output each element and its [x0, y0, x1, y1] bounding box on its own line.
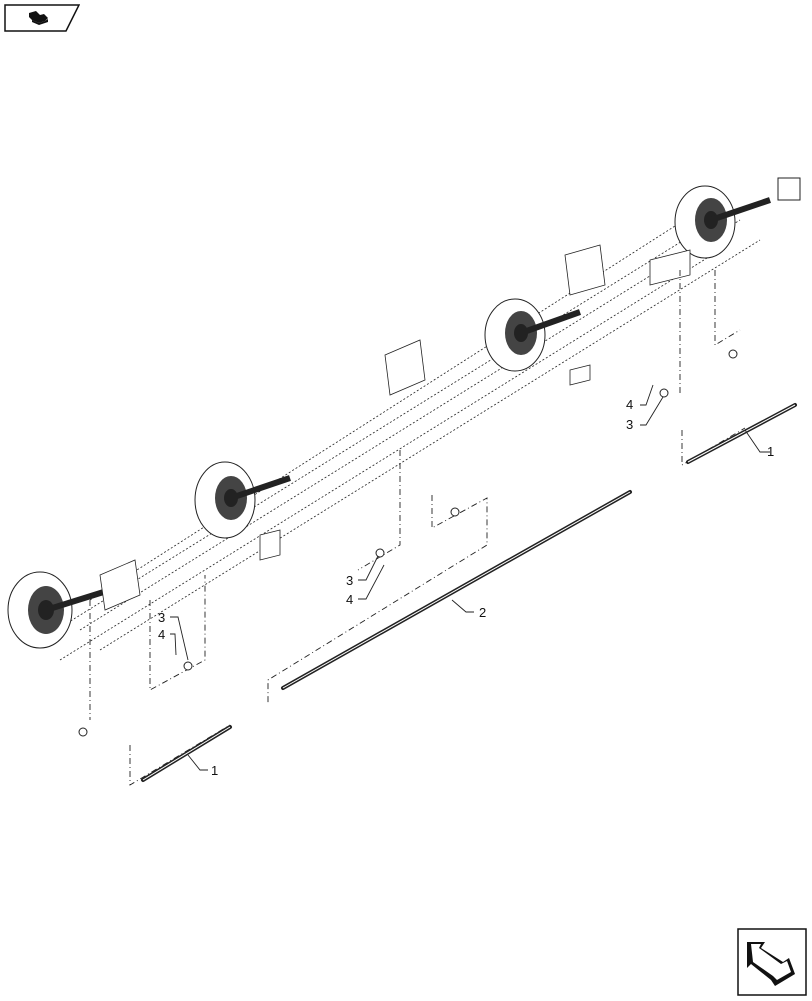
callout-3-left: 3 — [158, 610, 166, 625]
gauge-wheel-2 — [194, 461, 291, 539]
next-page-button[interactable] — [737, 928, 807, 996]
callout-3-middle: 3 — [346, 573, 354, 588]
callout-2: 2 — [479, 605, 487, 620]
frame-outline — [39, 209, 761, 661]
previous-page-button[interactable] — [4, 4, 81, 32]
rods — [141, 403, 797, 782]
next-arrow-icon — [737, 928, 807, 996]
brackets — [99, 244, 691, 611]
callout-1-left: 1 — [211, 763, 219, 778]
callout-4-right: 4 — [626, 397, 634, 412]
gauge-wheel-1 — [7, 571, 111, 649]
callout-4-left: 4 — [158, 627, 166, 642]
gauge-wheel-3 — [484, 298, 582, 372]
previous-arrow-icon — [4, 4, 81, 32]
callout-1-right: 1 — [767, 444, 775, 459]
callout-4-middle: 4 — [346, 592, 354, 607]
hardware — [78, 349, 738, 737]
leader-lines — [170, 384, 770, 771]
rod-highlights — [142, 404, 796, 781]
callout-3-right: 3 — [626, 417, 634, 432]
gauge-wheel-4 — [674, 177, 801, 259]
